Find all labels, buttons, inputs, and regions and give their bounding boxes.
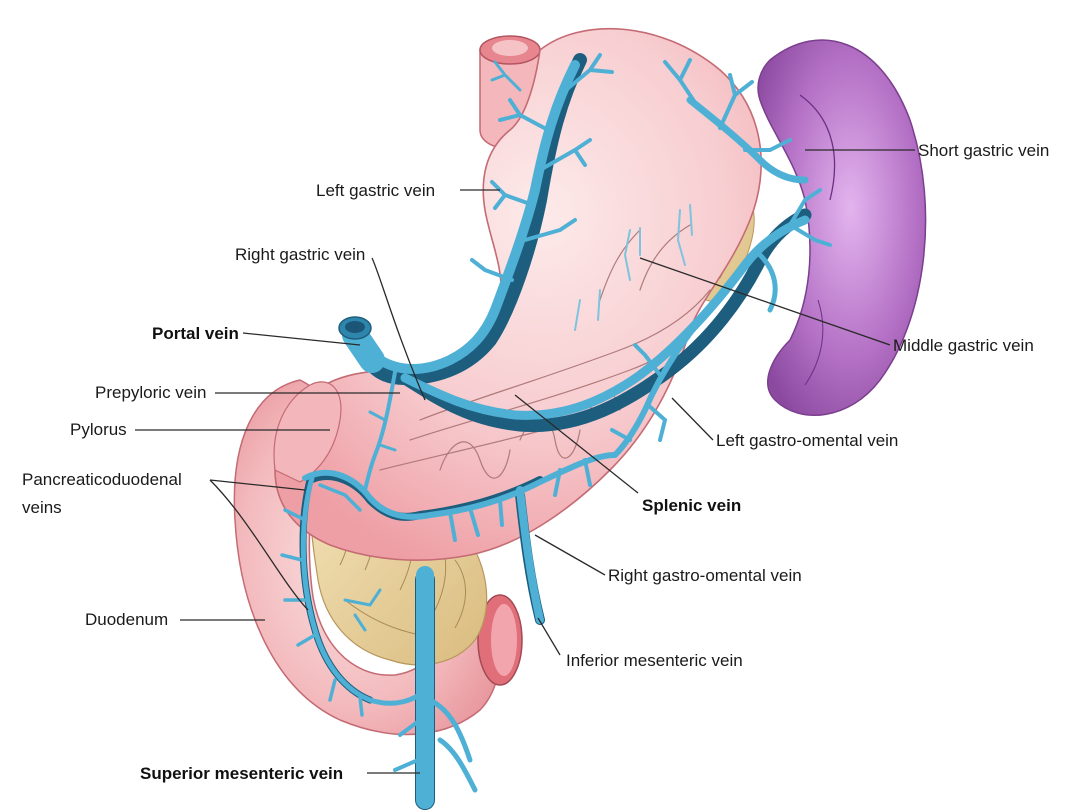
right-gastric-vein xyxy=(363,370,397,492)
label-duodenum: Duodenum xyxy=(85,610,168,629)
label-pancreaticoduodenal-line2: veins xyxy=(22,498,62,517)
label-left-gastric-vein: Left gastric vein xyxy=(316,181,435,200)
label-inferior-mesenteric-vein: Inferior mesenteric vein xyxy=(566,651,743,670)
label-right-gastro-omental-vein: Right gastro-omental vein xyxy=(608,566,802,585)
venous-system xyxy=(280,53,832,810)
inferior-mesenteric-vein xyxy=(516,486,544,624)
label-pancreaticoduodenal-line1: Pancreaticoduodenal xyxy=(22,470,182,489)
label-pylorus: Pylorus xyxy=(70,420,127,439)
left-gastro-omental-vein xyxy=(610,317,703,458)
pancreaticoduodenal-veins xyxy=(280,475,428,717)
splenic-vein xyxy=(400,188,832,420)
superior-mesenteric-vein xyxy=(393,566,478,809)
label-right-gastric-vein: Right gastric vein xyxy=(235,245,365,264)
right-gastro-omental-vein xyxy=(302,452,618,542)
label-portal-vein: Portal vein xyxy=(152,324,239,343)
labels: Short gastric vein Left gastric vein Rig… xyxy=(22,141,1049,783)
portal-vein xyxy=(338,316,385,373)
short-gastric-vein xyxy=(663,58,809,184)
label-left-gastro-omental-vein: Left gastro-omental vein xyxy=(716,431,898,450)
label-splenic-vein: Splenic vein xyxy=(642,496,741,515)
label-middle-gastric-vein: Middle gastric vein xyxy=(893,336,1034,355)
spleen xyxy=(757,39,927,417)
label-superior-mesenteric-vein: Superior mesenteric vein xyxy=(140,764,343,783)
middle-gastric-vein-branches xyxy=(574,204,693,331)
label-short-gastric-vein: Short gastric vein xyxy=(918,141,1049,160)
label-prepyloric-vein: Prepyloric vein xyxy=(95,383,207,402)
left-gastric-vein xyxy=(375,53,614,374)
leader-lines xyxy=(135,149,915,774)
